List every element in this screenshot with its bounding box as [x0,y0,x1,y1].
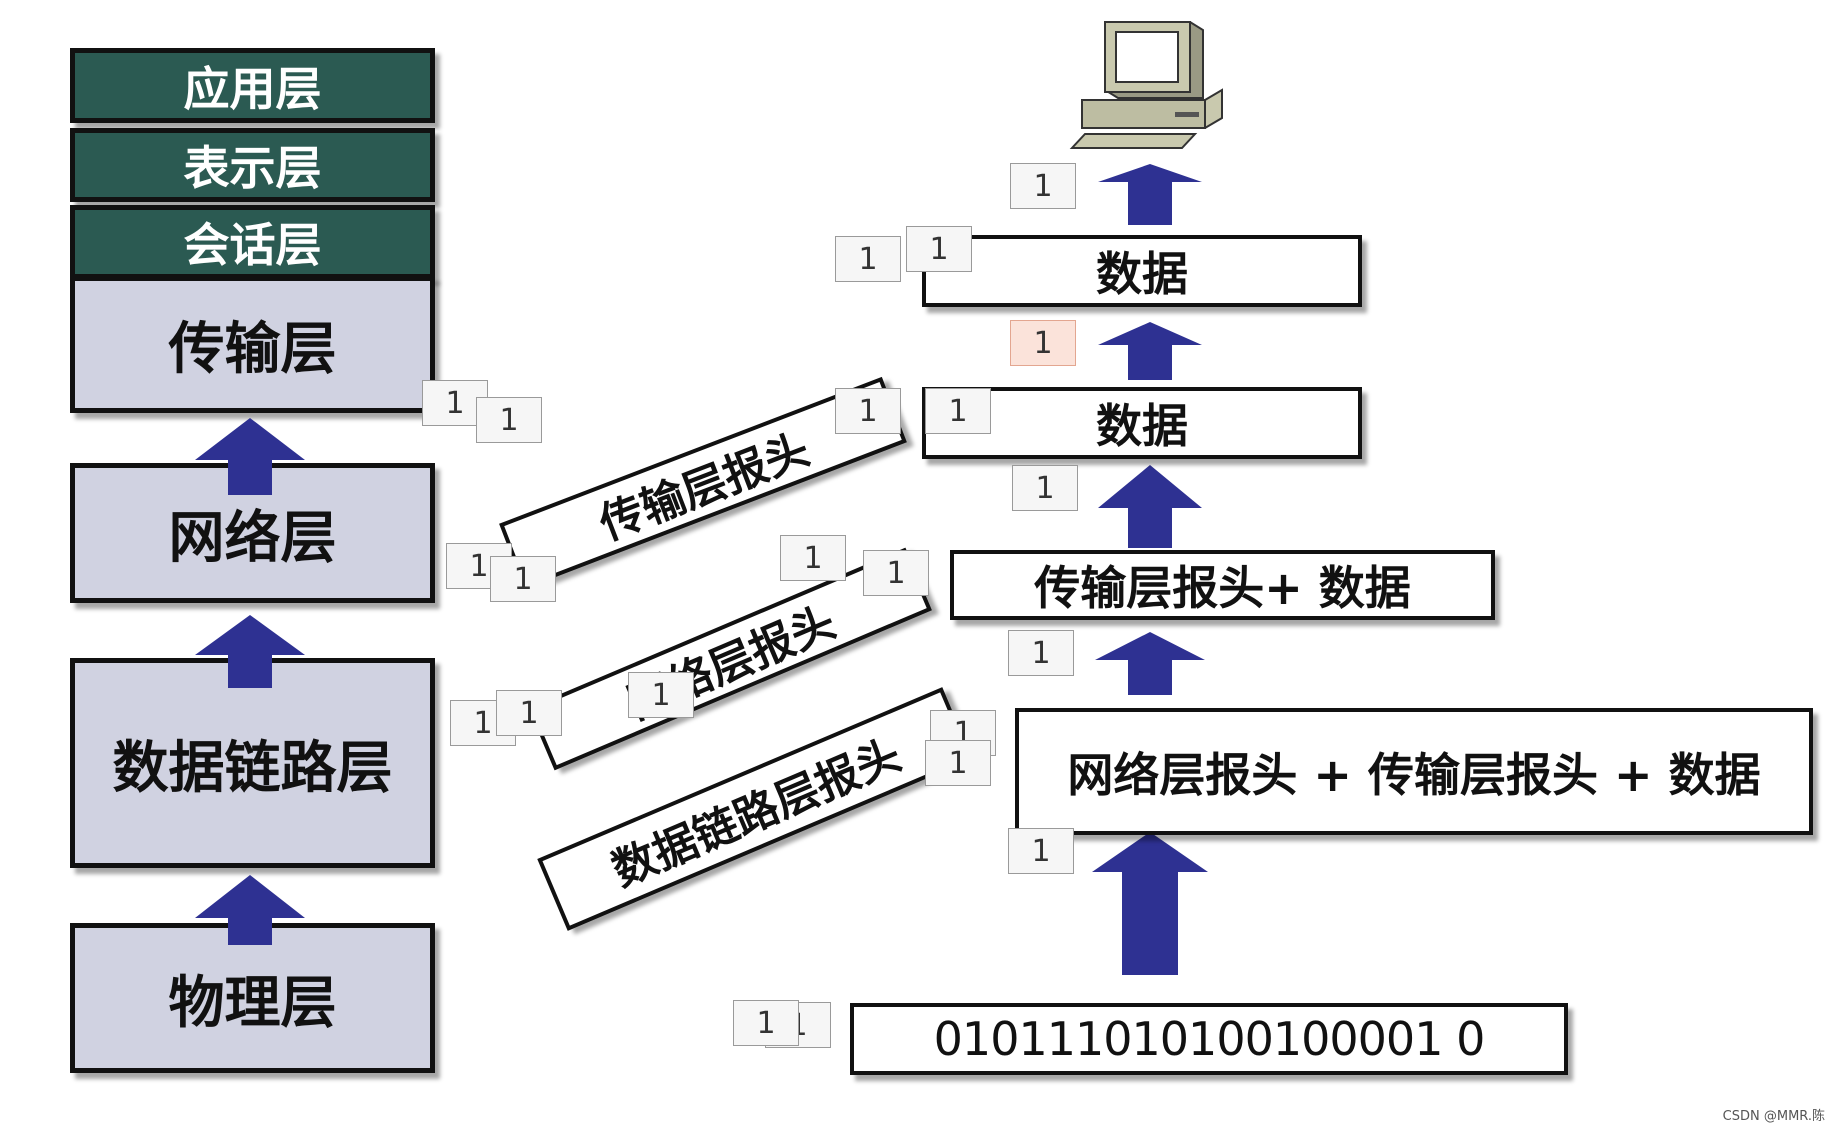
note-marker[interactable]: 1 [906,226,972,272]
note-marker[interactable]: 1 [496,690,562,736]
note-marker[interactable]: 1 [1008,630,1074,676]
up-arrow-icon [1092,832,1208,975]
up-arrow-icon [195,875,305,945]
note-marker[interactable]: 1 [925,388,991,434]
bitstream-label: 010111010100100001 0 [934,1012,1485,1066]
note-marker[interactable]: 1 [1010,320,1076,366]
network-packet-box: 网络层报头 + 传输层报头 + 数据 [1015,708,1813,835]
up-arrow-icon [1098,322,1202,380]
note-marker[interactable]: 1 [780,535,846,581]
up-arrow-icon [1098,465,1202,548]
note-marker[interactable]: 1 [733,1000,799,1046]
network-packet-label: 网络层报头 + 传输层报头 + 数据 [1067,739,1760,805]
note-marker[interactable]: 1 [835,236,901,282]
up-arrow-icon [1095,632,1205,695]
note-marker[interactable]: 1 [1010,163,1076,209]
up-arrow-icon [195,418,305,495]
note-marker[interactable]: 1 [925,740,991,786]
transport-packet-box: 传输层报头+ 数据 [950,550,1495,620]
note-marker[interactable]: 1 [1008,828,1074,874]
credit-text: CSDN @MMR.陈 [1723,1105,1825,1124]
note-marker[interactable]: 1 [490,556,556,602]
note-marker[interactable]: 1 [863,550,929,596]
top-data-box: 数据 [922,235,1362,307]
note-marker[interactable]: 1 [1012,465,1078,511]
up-arrow-icon [195,615,305,688]
note-marker[interactable]: 1 [628,672,694,718]
computer-icon [1072,22,1222,148]
transport-packet-label: 传输层报头+ 数据 [1034,552,1411,618]
bitstream-box: 010111010100100001 0 [850,1003,1568,1075]
note-marker[interactable]: 1 [476,397,542,443]
top-data-label: 数据 [1096,238,1188,304]
note-marker[interactable]: 1 [835,388,901,434]
second-data-label: 数据 [1096,390,1188,456]
up-arrow-icon [1098,164,1202,225]
